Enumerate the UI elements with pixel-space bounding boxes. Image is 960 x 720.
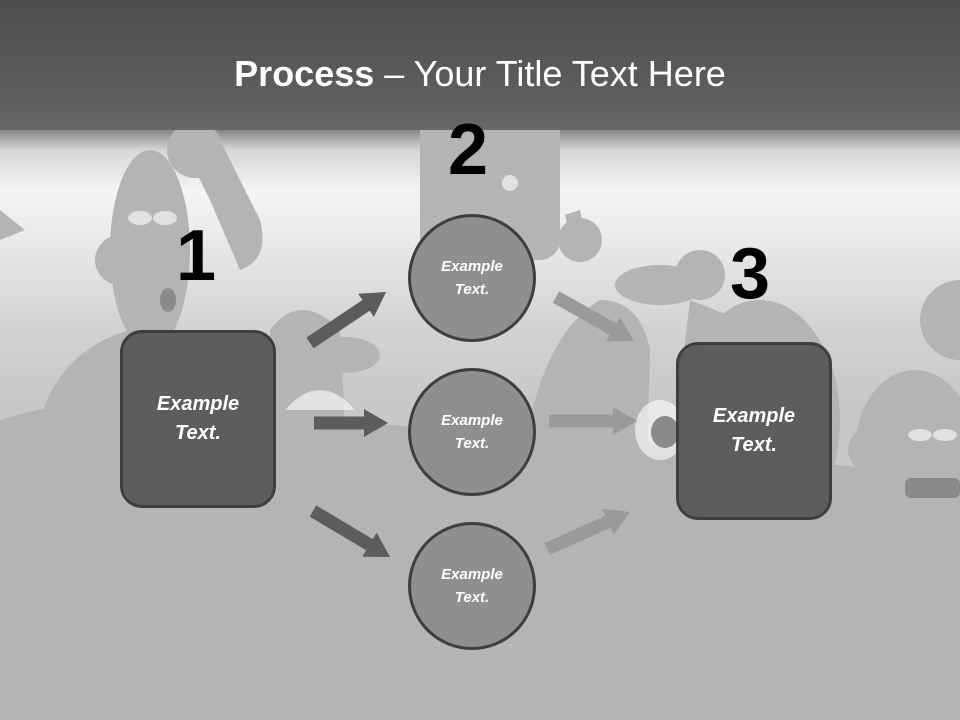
circle-step-bottom: Example Text. bbox=[408, 522, 536, 650]
step-number-3: 3 bbox=[730, 234, 771, 314]
circle-top-text: Example Text. bbox=[441, 258, 503, 298]
slide-title: Process – Your Title Text Here bbox=[0, 52, 960, 96]
circle-bottom-text: Example Text. bbox=[441, 566, 503, 606]
left-process-box: Example Text. bbox=[120, 330, 276, 508]
arrow-left-to-middle bbox=[314, 409, 388, 437]
left-box-text: Example Text. bbox=[156, 393, 240, 444]
right-box-text: Example Text. bbox=[712, 405, 796, 456]
arrow-left-to-top bbox=[306, 292, 386, 349]
title-bold-part: Process bbox=[234, 53, 375, 94]
arrow-bottom-to-right bbox=[544, 509, 630, 555]
circle-middle-text: Example Text. bbox=[441, 412, 503, 452]
arrow-middle-to-right bbox=[549, 407, 637, 435]
arrow-left-to-bottom bbox=[309, 505, 390, 557]
circle-step-top: Example Text. bbox=[408, 214, 536, 342]
step-number-1: 1 bbox=[176, 216, 217, 296]
circle-step-middle: Example Text. bbox=[408, 368, 536, 496]
title-bar: Process – Your Title Text Here bbox=[0, 0, 960, 130]
step-number-2: 2 bbox=[448, 110, 489, 190]
right-process-box: Example Text. bbox=[676, 342, 832, 520]
title-rest-part: – Your Title Text Here bbox=[374, 53, 726, 94]
arrow-top-to-right bbox=[552, 291, 634, 342]
